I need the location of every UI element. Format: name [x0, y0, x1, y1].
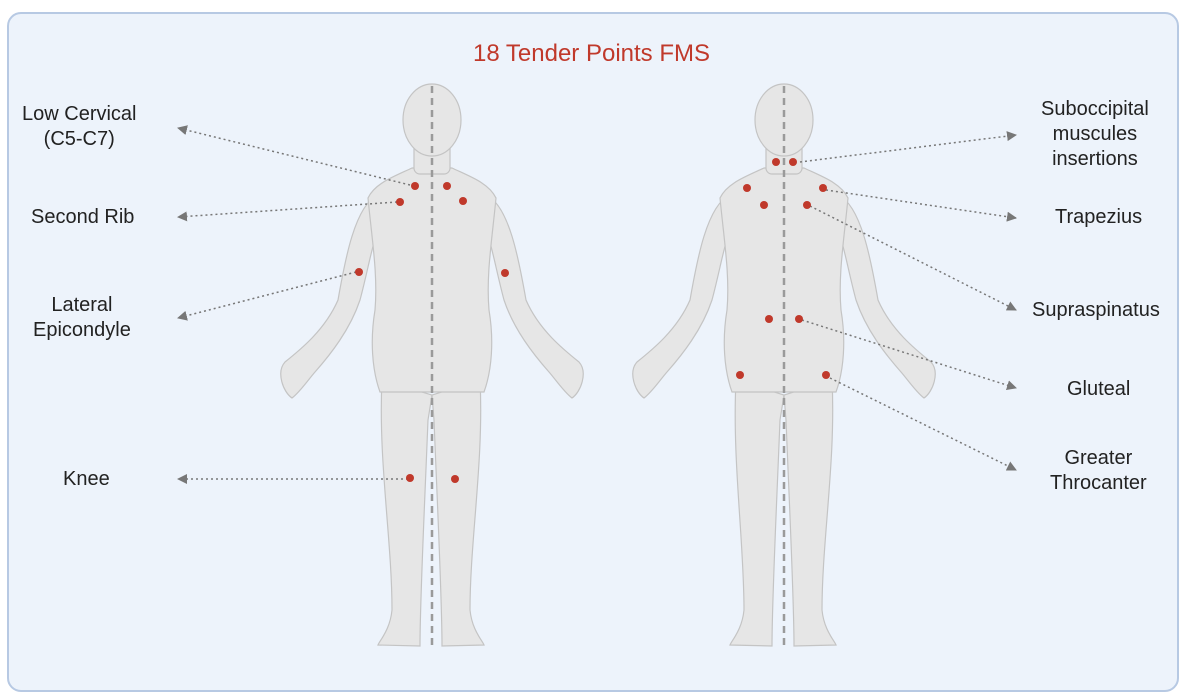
tender-point [765, 315, 773, 323]
tender-point [451, 475, 459, 483]
tender-point [743, 184, 751, 192]
tender-point [772, 158, 780, 166]
label-trapezius: Trapezius [1055, 205, 1142, 230]
tender-point [819, 184, 827, 192]
tender-point [406, 474, 414, 482]
leader-suboccipital [800, 135, 1016, 162]
tender-point [459, 197, 467, 205]
label-second-rib: Second Rib [31, 205, 134, 230]
tender-point [355, 268, 363, 276]
label-lateral-epicondyle: Lateral Epicondyle [33, 293, 131, 343]
label-gluteal: Gluteal [1067, 377, 1130, 402]
label-greater-throcanter: Greater Throcanter [1050, 446, 1147, 496]
tender-point [822, 371, 830, 379]
label-supraspinatus: Supraspinatus [1032, 298, 1160, 323]
tender-point [795, 315, 803, 323]
tender-point [803, 201, 811, 209]
label-suboccipital: Suboccipital muscules insertions [1041, 97, 1149, 172]
label-low-cervical: Low Cervical (C5-C7) [22, 102, 136, 152]
tender-point [396, 198, 404, 206]
tender-point [443, 182, 451, 190]
tender-point [760, 201, 768, 209]
tender-point [501, 269, 509, 277]
leader-lateral-epicondyle [178, 272, 356, 318]
tender-point [789, 158, 797, 166]
tender-point [736, 371, 744, 379]
label-knee: Knee [63, 467, 110, 492]
tender-point [411, 182, 419, 190]
leader-low-cervical [178, 128, 410, 185]
